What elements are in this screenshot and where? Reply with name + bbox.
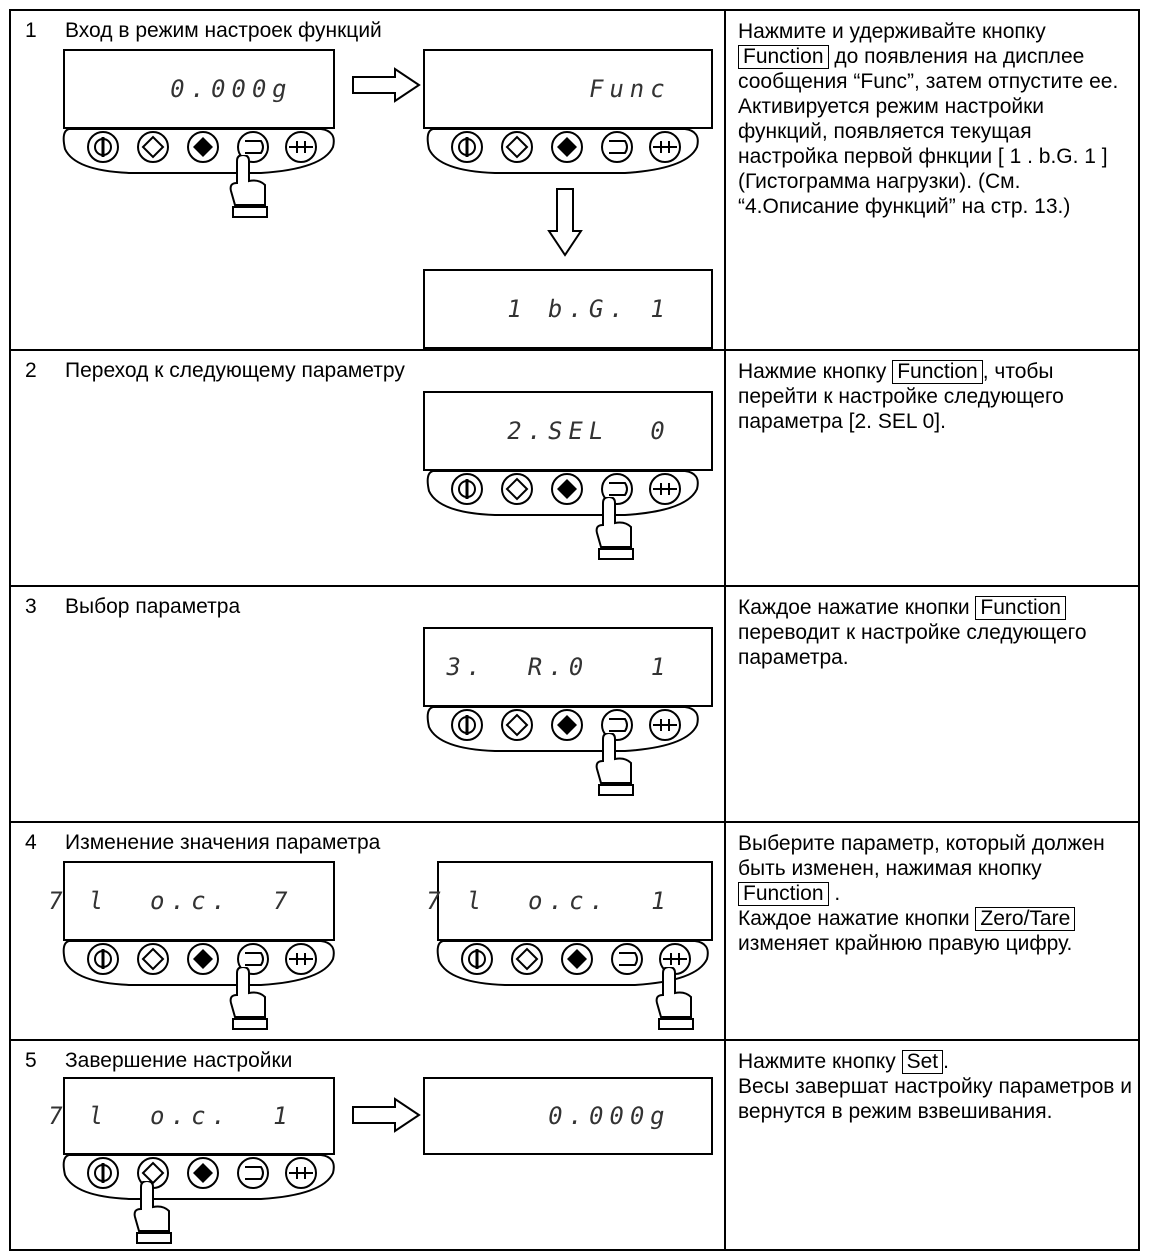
step-number: 5 — [25, 1049, 37, 1072]
step-row-1: 1 Вход в режим настроек функций 0.000g F… — [11, 11, 1138, 351]
step-number: 4 — [25, 831, 37, 854]
desc-text: Каждое нажатие кнопки — [738, 596, 970, 619]
step-row-3: 3 Выбор параметра 3. R.0 1 Каждое нажати… — [11, 587, 1138, 823]
step-row-5: 5 Завершение настройки 7 l o.c. 1 0.000g… — [11, 1041, 1138, 1253]
step-number: 1 — [25, 19, 37, 42]
lcd-display: Func — [423, 49, 713, 129]
step-row-2: 2 Переход к следующему параметру 2.SEL 0… — [11, 351, 1138, 587]
display-reading: 0.000g — [545, 1102, 674, 1130]
display-reading: 0.000g — [167, 75, 296, 103]
column-divider — [724, 11, 726, 1249]
desc-text: изменяет крайнюю правую цифру. — [738, 932, 1073, 955]
lcd-display: 2.SEL 0 — [423, 391, 713, 471]
function-key-label: Function — [892, 360, 983, 384]
pressing-hand-icon — [655, 967, 694, 1030]
pressing-hand-icon — [229, 155, 268, 218]
step-title: Завершение настройки — [65, 1049, 293, 1072]
desc-text: Весы завершат настройку параметров и вер… — [738, 1075, 1132, 1123]
desc-text: Выберите параметр, который должен быть и… — [738, 832, 1105, 880]
display-reading: 7 l o.c. 1 — [423, 887, 674, 915]
keypad-panel — [62, 127, 336, 175]
display-reading: 7 l o.c. 7 — [45, 887, 296, 915]
desc-text: Активируется режим настройки функций, по… — [738, 95, 1108, 218]
lcd-display: 7 l o.c. 1 — [45, 1077, 335, 1155]
down-arrow-icon — [547, 188, 583, 257]
step-number: 2 — [25, 359, 37, 382]
instructions-table: 1 Вход в режим настроек функций 0.000g F… — [9, 9, 1140, 1251]
pressing-hand-icon — [595, 733, 634, 796]
step-description: Каждое нажатие кнопки Function переводит… — [738, 595, 1134, 670]
desc-text: Нажмите кнопку — [738, 1050, 896, 1073]
step-number: 3 — [25, 595, 37, 618]
desc-text: Нажмие кнопку — [738, 360, 887, 383]
display-reading: 1 b.G. 1 — [504, 295, 674, 323]
keypad-panel — [62, 1153, 336, 1201]
pressing-hand-icon — [133, 1181, 172, 1244]
pressing-hand-icon — [595, 497, 634, 560]
function-key-label: Function — [738, 45, 829, 69]
keypad-panel — [426, 469, 700, 517]
keypad-panel — [62, 939, 336, 987]
desc-text: . — [834, 882, 841, 905]
desc-text: Каждое нажатие кнопки — [738, 907, 970, 930]
step-title: Вход в режим настроек функций — [65, 19, 382, 42]
set-key-label: Set — [901, 1050, 944, 1074]
display-reading: 7 l o.c. 1 — [45, 1102, 296, 1130]
keypad-panel — [426, 127, 700, 175]
desc-text: Нажмите и удерживайте кнопку — [738, 20, 1046, 43]
step-description: Нажмите кнопку Set. Весы завершат настро… — [738, 1049, 1134, 1124]
lcd-display: 7 l o.c. 7 — [45, 861, 335, 941]
desc-text: до появления на дисплее сообщения “Func”… — [738, 45, 1119, 93]
desc-text: переводит к настройке следующего парамет… — [738, 621, 1087, 669]
step-title: Изменение значения параметра — [65, 831, 381, 854]
lcd-display: 1 b.G. 1 — [423, 269, 713, 349]
step-title: Переход к следующему параметру — [65, 359, 405, 382]
pressing-hand-icon — [229, 967, 268, 1030]
desc-text: , чтобы перейти к настройке следующего п… — [738, 360, 1064, 433]
desc-text: . — [943, 1050, 949, 1073]
lcd-display: 0.000g — [63, 49, 335, 129]
function-key-label: Function — [738, 882, 829, 906]
step-description: Выберите параметр, который должен быть и… — [738, 831, 1134, 956]
lcd-display: 0.000g — [423, 1077, 713, 1155]
display-reading: 3. R.0 1 — [443, 653, 674, 681]
right-arrow-icon — [352, 1097, 421, 1133]
keypad-panel — [426, 705, 700, 753]
step-description: Нажмие кнопку Function, чтобы перейти к … — [738, 359, 1134, 434]
display-reading: Func — [586, 75, 674, 103]
lcd-display: 3. R.0 1 — [423, 627, 713, 707]
lcd-display: 7 l o.c. 1 — [423, 861, 713, 941]
function-key-label: Function — [975, 596, 1066, 620]
step-description: Нажмите и удерживайте кнопку Function до… — [738, 19, 1134, 219]
display-reading: 2.SEL 0 — [504, 417, 674, 445]
step-title: Выбор параметра — [65, 595, 241, 618]
right-arrow-icon — [352, 67, 421, 103]
zero-tare-key-label: Zero/Tare — [975, 907, 1076, 931]
step-row-4: 4 Изменение значения параметра 7 l o.c. … — [11, 823, 1138, 1041]
